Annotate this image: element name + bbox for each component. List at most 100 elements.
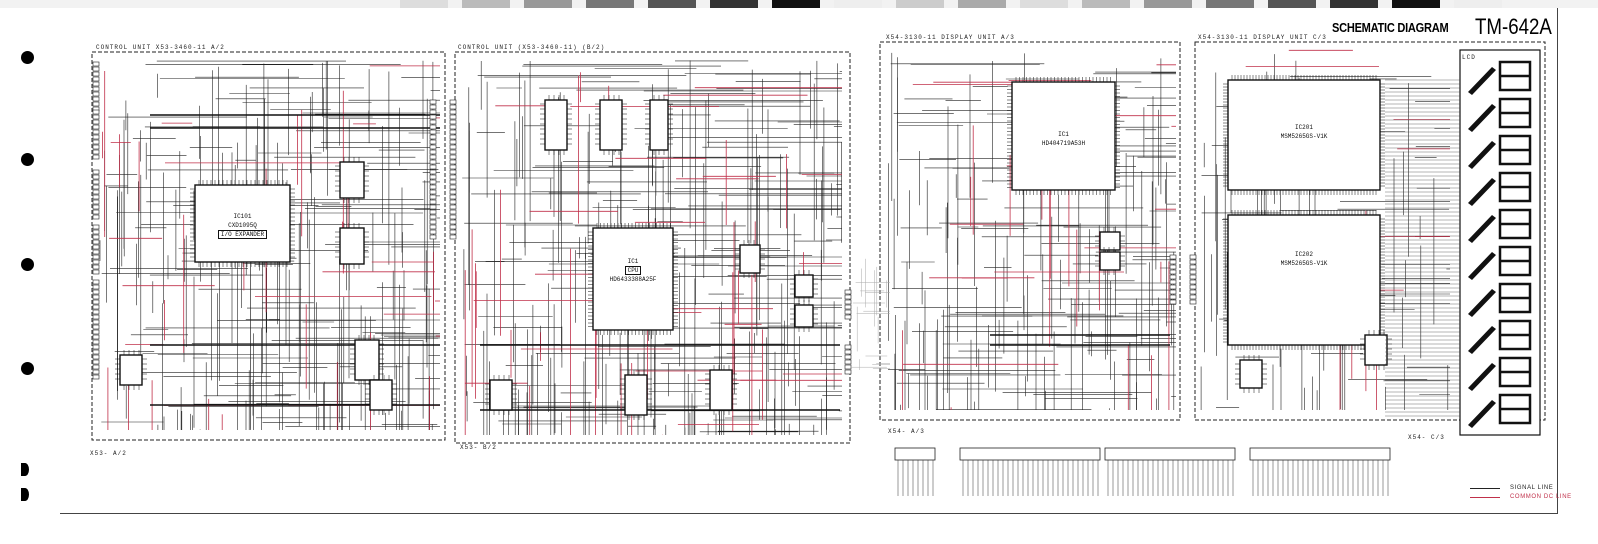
connector xyxy=(449,174,457,180)
connector xyxy=(1189,274,1197,280)
connector xyxy=(92,91,100,97)
connector xyxy=(92,119,100,125)
connector xyxy=(449,134,457,140)
small-ic xyxy=(1364,334,1388,366)
lcd-bar-segment xyxy=(1468,252,1496,280)
connector xyxy=(92,189,100,195)
connector xyxy=(429,169,437,175)
calibration-patch xyxy=(586,0,634,8)
connector xyxy=(92,239,100,245)
calibration-patch xyxy=(524,0,572,8)
connector xyxy=(92,264,100,270)
calibration-patch xyxy=(1206,0,1254,8)
connector xyxy=(92,81,100,87)
connector xyxy=(1189,294,1197,300)
connector xyxy=(92,96,100,102)
connector xyxy=(92,114,100,120)
ic101-chip xyxy=(194,184,291,263)
connector xyxy=(92,66,100,72)
small-ic xyxy=(1099,251,1121,271)
connector xyxy=(92,204,100,210)
connector xyxy=(92,289,100,295)
ic202-chip xyxy=(1227,214,1381,346)
connector xyxy=(1169,274,1177,280)
dc-line-swatch xyxy=(1470,497,1500,498)
lcd-bar-segment xyxy=(1468,178,1496,206)
connector xyxy=(449,119,457,125)
connector xyxy=(92,174,100,180)
connector xyxy=(1189,289,1197,295)
connector xyxy=(844,294,852,300)
connector xyxy=(92,329,100,335)
connector xyxy=(449,209,457,215)
connector-block xyxy=(959,447,1101,461)
sheet-frame xyxy=(60,8,1558,514)
calibration-patch xyxy=(1330,0,1378,8)
connector xyxy=(429,134,437,140)
lcd-bar-segment xyxy=(1468,215,1496,243)
connector xyxy=(92,314,100,320)
connector xyxy=(844,354,852,360)
connector xyxy=(449,199,457,205)
connector xyxy=(92,309,100,315)
connector xyxy=(429,234,437,240)
connector xyxy=(1189,264,1197,270)
small-ic xyxy=(489,379,513,411)
connector xyxy=(429,219,437,225)
connector xyxy=(1169,284,1177,290)
lcd-bar-segment xyxy=(1468,326,1496,354)
connector xyxy=(449,184,457,190)
connector xyxy=(1169,254,1177,260)
connector xyxy=(449,229,457,235)
calibration-patch xyxy=(1268,0,1316,8)
small-ic xyxy=(794,304,814,328)
small-ic xyxy=(649,99,669,151)
lcd-bar-segment xyxy=(1468,104,1496,132)
connector xyxy=(449,124,457,130)
connector xyxy=(429,214,437,220)
connector xyxy=(844,314,852,320)
signal-line-swatch xyxy=(1470,488,1500,489)
connector xyxy=(92,76,100,82)
parts-list-b2: X53- B/2 xyxy=(460,444,497,451)
calibration-patch xyxy=(1144,0,1192,8)
connector xyxy=(92,109,100,115)
connector xyxy=(429,204,437,210)
connector xyxy=(92,199,100,205)
connector xyxy=(1169,259,1177,265)
lcd-bar-segment xyxy=(1468,400,1496,428)
ic201-part: MSM5265GS-V1K xyxy=(1280,133,1328,140)
connector xyxy=(449,144,457,150)
connector xyxy=(1169,299,1177,305)
connector xyxy=(449,109,457,115)
connector xyxy=(429,109,437,115)
connector xyxy=(449,149,457,155)
connector xyxy=(429,224,437,230)
parts-list-a3: X54- A/3 xyxy=(888,428,925,435)
connector xyxy=(429,199,437,205)
connector xyxy=(92,154,100,160)
connector xyxy=(92,144,100,150)
connector xyxy=(92,184,100,190)
lcd-label: LCD xyxy=(1462,54,1476,61)
connector xyxy=(92,369,100,375)
signal-line-label: SIGNAL LINE xyxy=(1510,485,1554,491)
small-ic xyxy=(1239,359,1263,389)
connector xyxy=(92,269,100,275)
punch-hole xyxy=(21,51,34,64)
connector xyxy=(92,169,100,175)
connector xyxy=(92,319,100,325)
parts-list-c3: X54- C/3 xyxy=(1408,434,1445,441)
cpu-part: HD6433388A25F xyxy=(609,276,657,283)
display-unit-c-label: X54-3130-11 DISPLAY UNIT C/3 xyxy=(1198,34,1327,41)
calibration-patch xyxy=(958,0,1006,8)
control-unit-a-label: CONTROL UNIT X53-3460-11 A/2 xyxy=(96,44,225,51)
connector xyxy=(449,99,457,105)
connector xyxy=(92,139,100,145)
connector xyxy=(92,224,100,230)
connector xyxy=(844,309,852,315)
connector xyxy=(429,164,437,170)
small-ic xyxy=(624,374,648,416)
connector xyxy=(92,209,100,215)
